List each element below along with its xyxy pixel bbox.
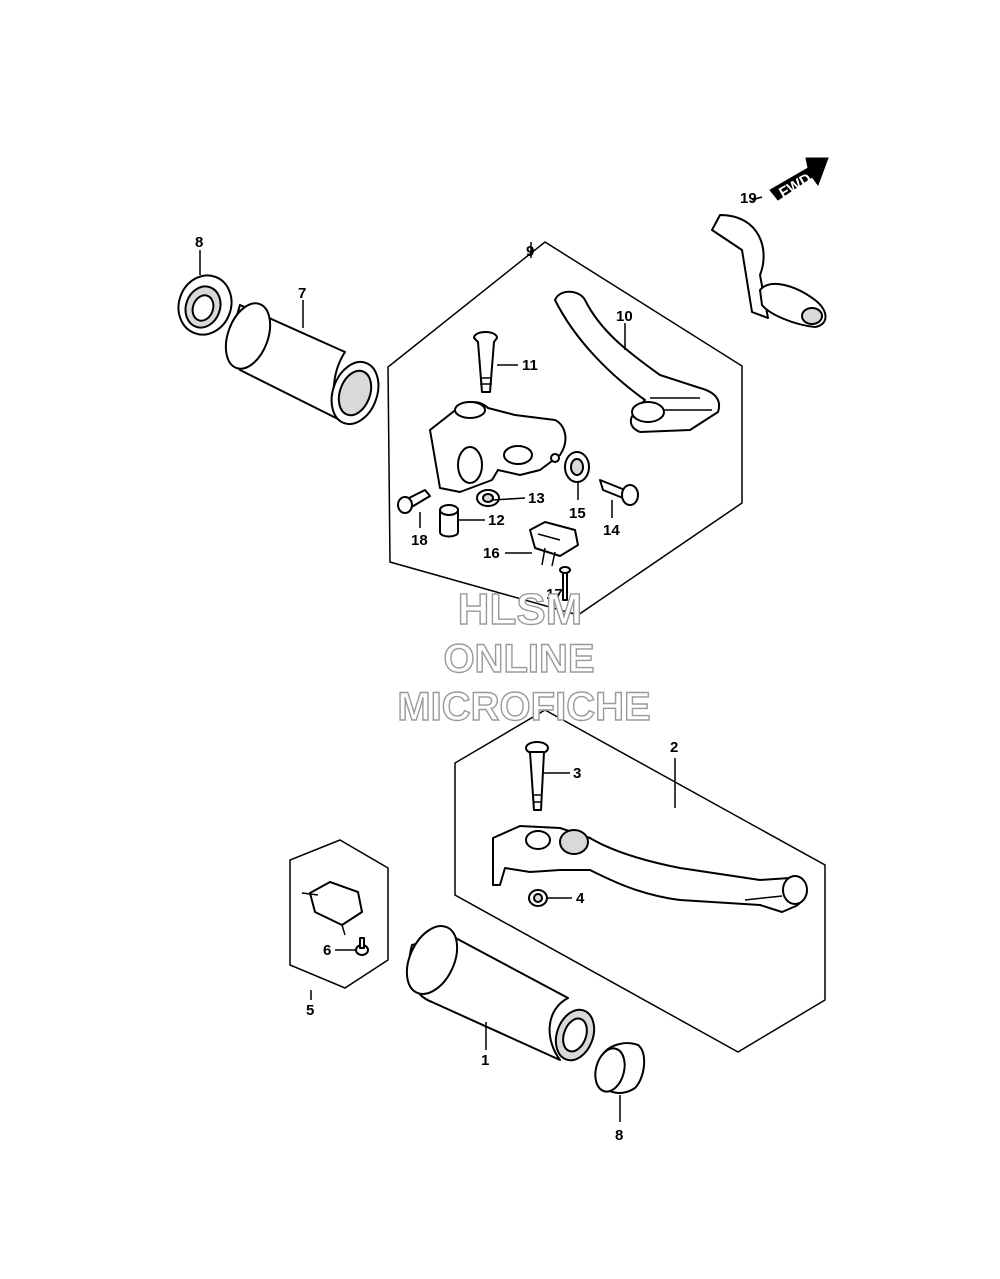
- watermark-line-1: HLSM: [458, 585, 583, 634]
- callout-9: 9: [526, 243, 534, 260]
- callout-12: 12: [488, 512, 505, 529]
- nut-part-4: [528, 889, 548, 907]
- cap-part-8-upper: [177, 274, 233, 336]
- callout-17: 17: [546, 586, 563, 603]
- bolt-part-11: [473, 331, 498, 393]
- callout-4: 4: [576, 890, 585, 907]
- cap-part-8-lower: [594, 1042, 646, 1094]
- callout-6: 6: [323, 942, 331, 959]
- callout-3: 3: [573, 765, 581, 782]
- nut-part-13: [476, 489, 500, 507]
- callout-13: 13: [528, 490, 545, 507]
- screw-part-17: [559, 566, 571, 601]
- lever-part-2: [492, 825, 808, 913]
- callout-14: 14: [603, 522, 620, 539]
- callout-7: 7: [298, 285, 306, 302]
- callout-1: 1: [481, 1052, 489, 1069]
- grip-part-7: [224, 302, 380, 425]
- callout-2: 2: [670, 739, 678, 756]
- lever-part-10: [554, 290, 720, 433]
- screw-part-14: [599, 479, 639, 506]
- switch-part-5: [301, 881, 363, 936]
- watermark-line-2: ONLINE: [443, 637, 594, 681]
- callout-8-lower: 8: [615, 1127, 623, 1144]
- watermark: HLSM ONLINE MICROFICHE: [397, 584, 652, 729]
- group-outline-2: [454, 709, 826, 1053]
- group-outline-9: [387, 241, 743, 616]
- cover-part-19: [711, 214, 827, 328]
- forward-direction-badge: FWD: [769, 157, 829, 202]
- bolt-part-18: [397, 489, 431, 514]
- adjuster-part-15: [564, 451, 590, 483]
- bushing-part-12: [439, 504, 459, 538]
- callout-5: 5: [306, 1002, 314, 1019]
- leader-lines: [199, 196, 763, 1122]
- bolt-part-3: [525, 741, 549, 811]
- screw-part-6: [355, 937, 369, 956]
- watermark-line-3: MICROFICHE: [397, 685, 650, 729]
- callout-labels: 8 7 9 10 19 11 13 12 18 15 14 16 17 2 3 …: [195, 190, 757, 1144]
- callout-15: 15: [569, 505, 586, 522]
- callout-10: 10: [616, 308, 633, 325]
- callout-11: 11: [522, 357, 538, 374]
- switch-part-16: [529, 521, 579, 567]
- lever-holder: [429, 401, 567, 493]
- throttle-grip-part-1: [405, 925, 596, 1062]
- callout-8-upper: 8: [195, 234, 203, 251]
- callout-19: 19: [740, 190, 757, 207]
- callout-16: 16: [483, 545, 500, 562]
- group-outline-5: [289, 839, 389, 989]
- callout-18: 18: [411, 532, 428, 549]
